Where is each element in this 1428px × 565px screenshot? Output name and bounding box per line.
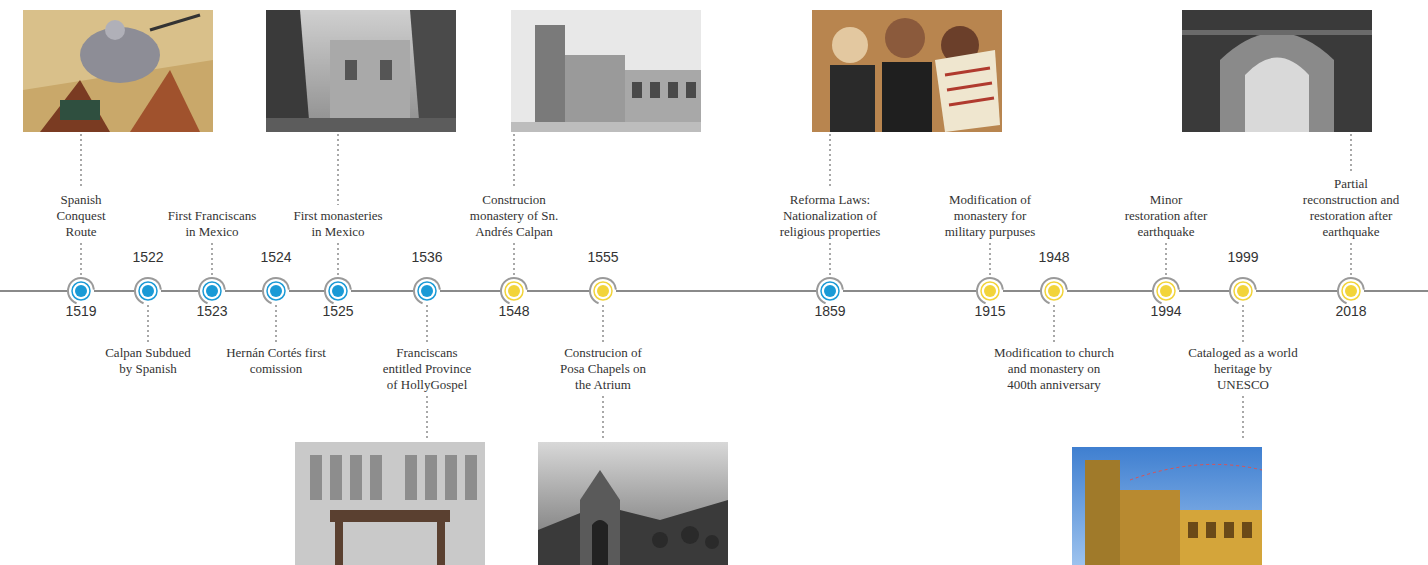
event-label: Franciscans entitled Province of HollyGo…	[377, 345, 477, 393]
marker-symbol	[1151, 276, 1181, 306]
event-label: First Franciscans in Mexico	[167, 208, 257, 240]
church-photo	[1072, 447, 1262, 565]
leader-line	[1350, 134, 1351, 173]
event-label: Construcion of Posa Chapels on the Atriu…	[551, 345, 656, 393]
year-label: 1555	[558, 249, 648, 265]
year-label: 1548	[469, 303, 559, 319]
year-label: 1994	[1121, 303, 1211, 319]
event-label: Reforma Laws: Nationalization of religio…	[775, 192, 885, 240]
leader-line	[602, 396, 603, 440]
marker-symbol	[499, 276, 529, 306]
leader-line	[426, 396, 427, 440]
leader-line	[211, 243, 212, 277]
interior-photo	[1182, 10, 1372, 132]
marker-symbol	[588, 276, 618, 306]
relief-photo	[295, 442, 485, 565]
leader-line	[337, 134, 338, 205]
year-label: 1536	[382, 249, 472, 265]
timeline-marker: 1915Modification of monastery for milita…	[975, 276, 1005, 306]
leader-line	[80, 243, 81, 277]
leader-line	[80, 134, 81, 189]
leader-line	[513, 243, 514, 277]
timeline-marker: 1555Construcion of Posa Chapels on the A…	[588, 276, 618, 306]
event-label: Modification to church and monastery on …	[994, 345, 1114, 393]
event-label: Construcion monastery of Sn. Andrés Calp…	[464, 192, 564, 240]
timeline-marker: 1994Minor restoration after earthquake	[1151, 276, 1181, 306]
year-label: 1915	[945, 303, 1035, 319]
leader-line	[275, 305, 276, 342]
marker-symbol	[815, 276, 845, 306]
year-label: 1519	[36, 303, 126, 319]
conquest-painting	[23, 10, 213, 132]
marker-symbol	[412, 276, 442, 306]
monastery-photo	[511, 10, 701, 132]
timeline-marker: 1536Franciscans entitled Province of Hol…	[412, 276, 442, 306]
event-label: Modification of monastery for military p…	[938, 192, 1043, 240]
timeline-marker: 1523First Franciscans in Mexico	[197, 276, 227, 306]
marker-symbol	[133, 276, 163, 306]
marker-symbol	[1039, 276, 1069, 306]
leader-line	[1242, 305, 1243, 342]
marker-symbol	[1228, 276, 1258, 306]
leader-line	[829, 243, 830, 277]
leader-line	[1165, 243, 1166, 277]
timeline-marker: 1524Hernán Cortés first comission	[261, 276, 291, 306]
reforma-mural	[812, 10, 1002, 132]
leader-line	[147, 305, 148, 342]
leader-line	[513, 134, 514, 189]
marker-symbol	[975, 276, 1005, 306]
timeline-marker: 1999Cataloged as a world heritage by UNE…	[1228, 276, 1258, 306]
event-label: Partial reconstruction and restoration a…	[1296, 176, 1406, 240]
event-label: First monasteries in Mexico	[291, 208, 386, 240]
year-label: 1859	[785, 303, 875, 319]
leader-line	[1350, 243, 1351, 277]
year-label: 1524	[231, 249, 321, 265]
event-label: Cataloged as a world heritage by UNESCO	[1188, 345, 1298, 393]
leader-line	[1242, 396, 1243, 440]
timeline-marker: 1525First monasteries in Mexico	[323, 276, 353, 306]
monastery-photo	[266, 10, 456, 132]
marker-symbol	[66, 276, 96, 306]
marker-symbol	[261, 276, 291, 306]
timeline-marker: 1548Construcion monastery of Sn. Andrés …	[499, 276, 529, 306]
year-label: 1948	[1009, 249, 1099, 265]
year-label: 1999	[1198, 249, 1288, 265]
leader-line	[989, 243, 990, 277]
marker-symbol	[197, 276, 227, 306]
timeline-marker: 1948Modification to church and monastery…	[1039, 276, 1069, 306]
event-label: Minor restoration after earthquake	[1121, 192, 1211, 240]
timeline-marker: 1522Calpan Subdued by Spanish	[133, 276, 163, 306]
leader-line	[1053, 305, 1054, 342]
timeline-marker: 1519Spanish Conquest Route	[66, 276, 96, 306]
year-label: 1522	[103, 249, 193, 265]
event-label: Calpan Subdued by Spanish	[103, 345, 193, 377]
timeline-marker: 2018Partial reconstruction and restorati…	[1336, 276, 1366, 306]
year-label: 2018	[1306, 303, 1396, 319]
leader-line	[426, 305, 427, 342]
leader-line	[602, 305, 603, 342]
year-label: 1523	[167, 303, 257, 319]
timeline-marker: 1859Reforma Laws: Nationalization of rel…	[815, 276, 845, 306]
event-label: Hernán Cortés first comission	[226, 345, 326, 377]
year-label: 1525	[293, 303, 383, 319]
chapel-photo	[538, 442, 728, 565]
leader-line	[337, 243, 338, 277]
marker-symbol	[1336, 276, 1366, 306]
marker-symbol	[323, 276, 353, 306]
leader-line	[829, 134, 830, 189]
event-label: Spanish Conquest Route	[41, 192, 121, 240]
